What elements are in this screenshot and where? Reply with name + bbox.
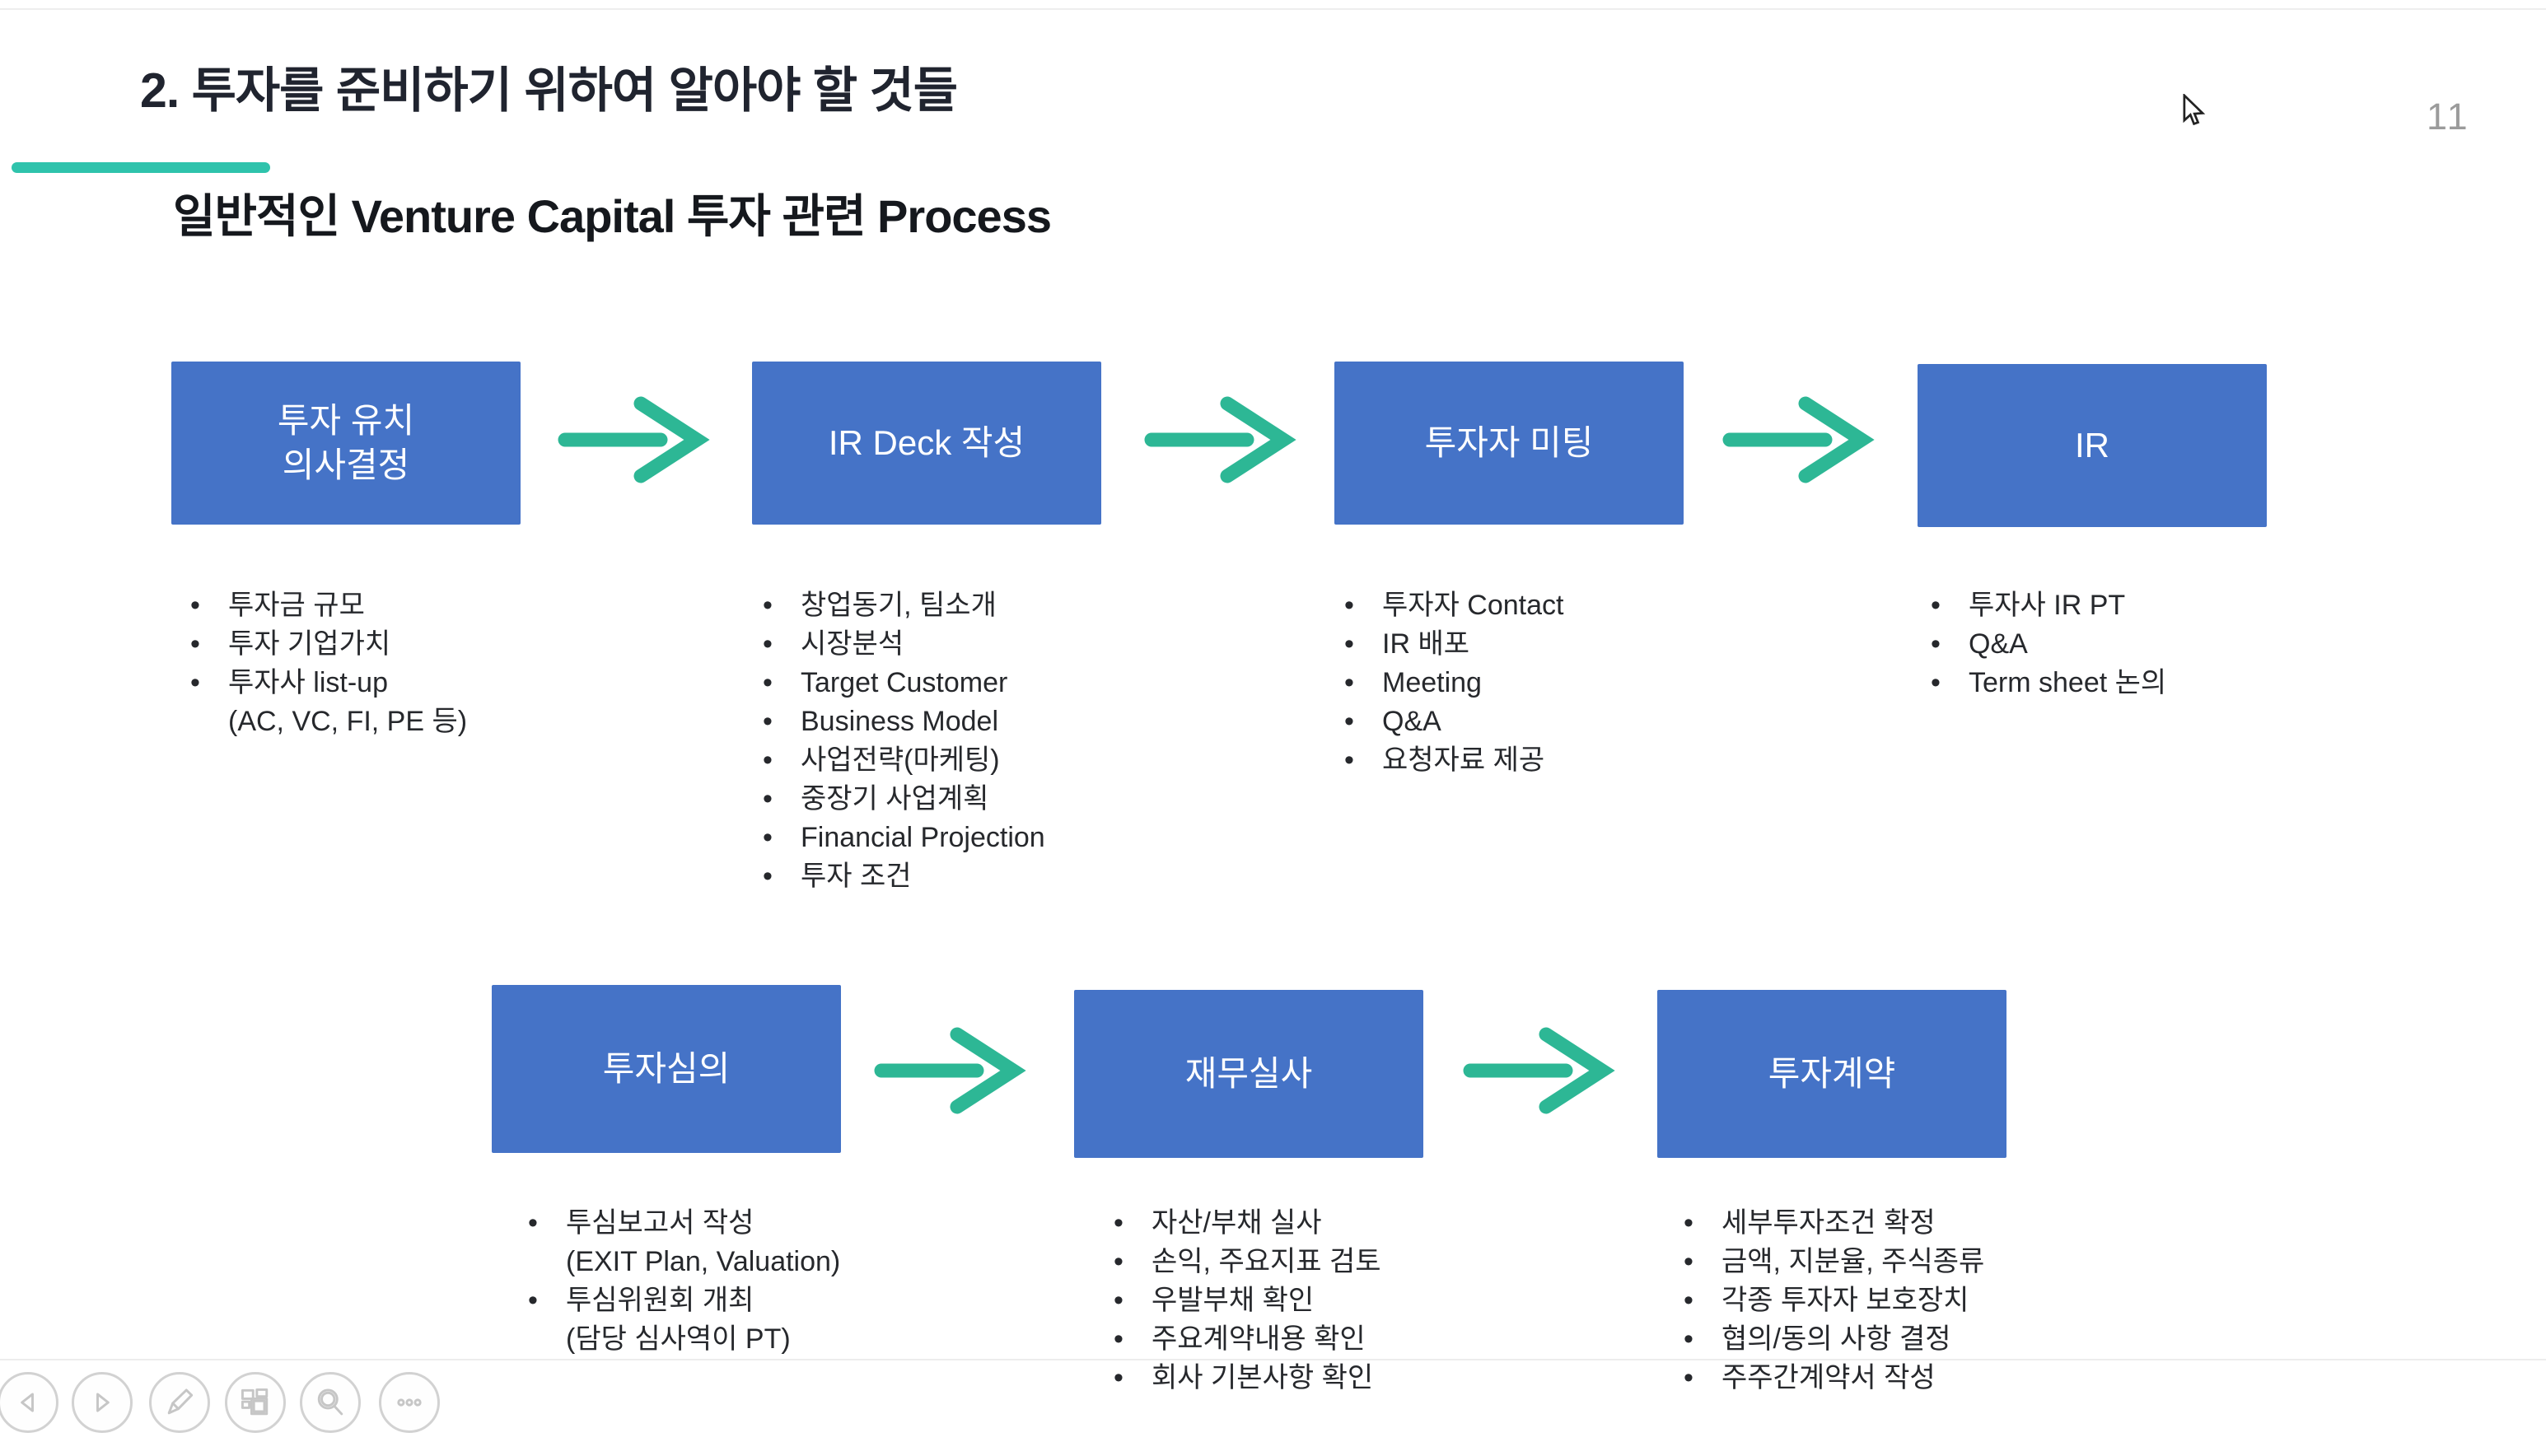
list-item-continuation: (담당 심사역이 PT) — [566, 1323, 791, 1355]
list-item: 시장분석 — [759, 625, 1045, 664]
flow-box-label: 투자계약 — [1768, 1054, 1896, 1094]
list-item: Q&A — [1341, 702, 1563, 741]
slides-grid-icon — [241, 1388, 269, 1416]
flow-box-label: IR — [2075, 426, 2109, 465]
bullet-list-investment-review: 투심보고서 작성 (EXIT Plan, Valuation) 투심위원회 개최… — [525, 1204, 840, 1359]
slide-panel-button[interactable] — [225, 1372, 286, 1433]
list-item: Meeting — [1341, 664, 1563, 702]
list-item: 손익, 주요지표 검토 — [1110, 1243, 1381, 1281]
bullet-list-financial-dd: 자산/부채 실사 손익, 주요지표 검토 우발부채 확인 주요계약내용 확인 회… — [1110, 1204, 1381, 1398]
list-item: Target Customer — [759, 664, 1045, 702]
bullet-list-investment-decision: 투자금 규모 투자 기업가치 투자사 list-up (AC, VC, FI, … — [187, 586, 467, 741]
pen-tool-button[interactable] — [149, 1372, 210, 1433]
viewer-bottom-divider — [0, 1359, 2546, 1360]
list-item: Q&A — [1927, 625, 2166, 664]
title-underline-accent — [12, 162, 270, 173]
list-item: 투자 조건 — [759, 857, 1045, 896]
list-item: 각종 투자자 보호장치 — [1680, 1281, 1984, 1320]
list-item: 투자금 규모 — [187, 586, 467, 625]
magnifier-icon — [317, 1388, 343, 1416]
list-item: 투자사 list-up — [187, 664, 467, 702]
flow-arrow-icon — [1144, 396, 1296, 483]
list-item: 금액, 지분율, 주식종류 — [1680, 1243, 1984, 1281]
flow-box-investment-decision: 투자 유치 의사결정 — [171, 362, 521, 525]
list-item: 투자사 IR PT — [1927, 586, 2166, 625]
list-item: Term sheet 논의 — [1927, 664, 2166, 702]
list-item: 투자 기업가치 — [187, 625, 467, 664]
list-item: IR 배포 — [1341, 625, 1563, 664]
bullet-list-investor-meeting: 투자자 Contact IR 배포 Meeting Q&A 요청자료 제공 — [1341, 586, 1563, 780]
flow-box-label: 재무실사 — [1184, 1054, 1313, 1094]
list-item: 자산/부채 실사 — [1110, 1204, 1381, 1243]
flow-box-ir-deck: IR Deck 작성 — [752, 362, 1101, 525]
chevron-left-triangle-icon — [21, 1393, 34, 1412]
list-item: 우발부채 확인 — [1110, 1281, 1381, 1320]
slide-subtitle: 일반적인 Venture Capital 투자 관련 Process — [173, 190, 1052, 242]
list-item: 세부투자조건 확정 — [1680, 1204, 1984, 1243]
list-item: Business Model — [759, 702, 1045, 741]
flow-arrow-icon — [1463, 1027, 1615, 1114]
window-top-edge — [0, 8, 2546, 10]
mouse-cursor-icon — [2183, 94, 2206, 126]
flow-box-label: 투자자 미팅 — [1424, 423, 1594, 463]
flow-box-investment-review: 투자심의 — [492, 985, 841, 1153]
flow-arrow-icon — [558, 396, 710, 483]
ellipsis-icon — [397, 1398, 422, 1407]
nav-previous-button[interactable] — [0, 1372, 58, 1433]
list-item: 사업전략(마케팅) — [759, 741, 1045, 780]
list-item-continuation: (EXIT Plan, Valuation) — [566, 1246, 841, 1277]
slide-title: 2. 투자를 준비하기 위하여 알아야 할 것들 — [140, 63, 958, 118]
more-options-button[interactable] — [379, 1372, 440, 1433]
list-item: Financial Projection — [759, 819, 1045, 857]
list-item: 투심위원회 개최 — [525, 1281, 840, 1320]
zoom-button[interactable] — [300, 1372, 361, 1433]
list-item: 투심보고서 작성 — [525, 1204, 840, 1243]
list-item: 회사 기본사항 확인 — [1110, 1359, 1381, 1398]
list-item: 주요계약내용 확인 — [1110, 1320, 1381, 1359]
flow-arrow-icon — [1722, 396, 1875, 483]
list-item: 주주간계약서 작성 — [1680, 1359, 1984, 1398]
flow-box-financial-dd: 재무실사 — [1074, 990, 1423, 1158]
page-number: 11 — [2427, 96, 2470, 138]
flow-box-label: 투자심의 — [602, 1049, 731, 1089]
list-item: 요청자료 제공 — [1341, 741, 1563, 780]
list-item: 창업동기, 팀소개 — [759, 586, 1045, 625]
nav-next-button[interactable] — [72, 1372, 133, 1433]
bullet-list-ir-deck: 창업동기, 팀소개 시장분석 Target Customer Business … — [759, 586, 1045, 896]
flow-box-investor-meeting: 투자자 미팅 — [1334, 362, 1684, 525]
bullet-list-ir: 투자사 IR PT Q&A Term sheet 논의 — [1927, 586, 2166, 702]
chevron-right-triangle-icon — [96, 1393, 110, 1412]
pen-icon — [167, 1388, 194, 1415]
flow-box-ir: IR — [1918, 364, 2267, 527]
flow-box-label: 투자 유치 의사결정 — [277, 401, 415, 484]
list-item: 협의/동의 사항 결정 — [1680, 1320, 1984, 1359]
list-item: 투자자 Contact — [1341, 586, 1563, 625]
bullet-list-investment-contract: 세부투자조건 확정 금액, 지분율, 주식종류 각종 투자자 보호장치 협의/동… — [1680, 1204, 1984, 1398]
flow-box-label: IR Deck 작성 — [828, 423, 1025, 463]
flow-arrow-icon — [874, 1027, 1026, 1114]
flow-box-investment-contract: 투자계약 — [1657, 990, 2006, 1158]
list-item-continuation: (AC, VC, FI, PE 등) — [228, 706, 468, 737]
list-item: 중장기 사업계획 — [759, 780, 1045, 819]
